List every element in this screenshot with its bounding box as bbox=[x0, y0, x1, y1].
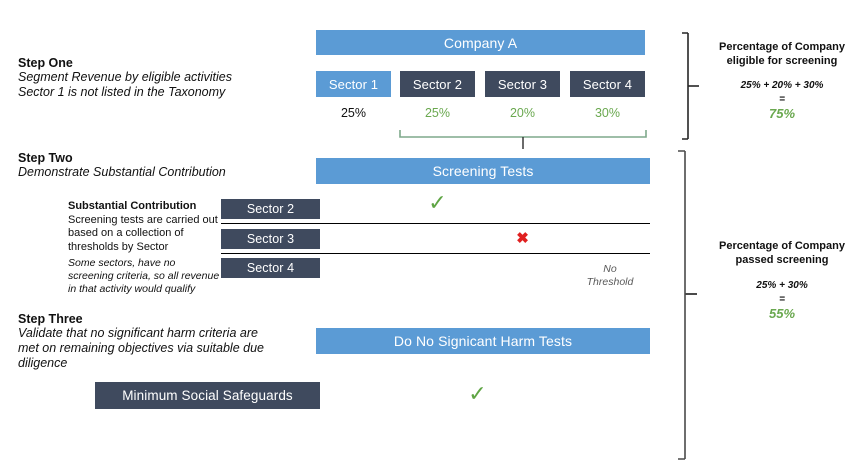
summary-block-2: Percentage of Company passed screening 2… bbox=[706, 239, 858, 322]
note-title: Substantial Contribution bbox=[68, 200, 197, 212]
no-threshold-line-1: No bbox=[603, 263, 617, 275]
sector-3-percent: 20% bbox=[509, 106, 536, 120]
note-line-3: thresholds by Sector bbox=[68, 240, 169, 253]
sector-box-1[interactable]: Sector 1 bbox=[316, 71, 391, 97]
minimum-social-safeguards-label: Minimum Social Safeguards bbox=[122, 388, 293, 403]
screening-divider-2 bbox=[221, 253, 650, 254]
no-criteria-note: Some sectors, have no screening criteria… bbox=[68, 257, 228, 296]
sector-box-3[interactable]: Sector 3 bbox=[485, 71, 560, 97]
no-criteria-line-2: screening criteria, so all revenue bbox=[68, 270, 220, 282]
step-three-title: Step Three bbox=[18, 312, 83, 326]
step-two-title: Step Two bbox=[18, 151, 73, 165]
sector-box-2[interactable]: Sector 2 bbox=[400, 71, 475, 97]
summary-1-title-line-1: Percentage of Company bbox=[719, 41, 845, 53]
sector-2-label: Sector 2 bbox=[412, 76, 463, 92]
company-a-bar[interactable]: Company A bbox=[316, 30, 645, 55]
summary-2-title-line-1: Percentage of Company bbox=[719, 240, 845, 252]
no-criteria-line-1: Some sectors, have no bbox=[68, 257, 176, 269]
step-three-line-3: diligence bbox=[18, 356, 68, 370]
summary-1-equals: = bbox=[779, 94, 785, 105]
company-a-label: Company A bbox=[443, 34, 518, 51]
step-one-line-2: Sector 1 is not listed in the Taxonomy bbox=[18, 85, 226, 99]
no-criteria-line-3: in that activity would qualify bbox=[68, 283, 196, 295]
step-one-block: Step One Segment Revenue by eligible act… bbox=[18, 56, 232, 100]
dnsh-tests-label: Do No Signicant Harm Tests bbox=[393, 333, 573, 349]
sector-2-check-icon: ✓ bbox=[428, 190, 447, 215]
summary-block-1: Percentage of Company eligible for scree… bbox=[706, 40, 858, 122]
summary-2-result: 55% bbox=[768, 306, 796, 321]
screening-row-label-sector-3[interactable]: Sector 3 bbox=[221, 229, 320, 249]
minimum-social-safeguards-bar[interactable]: Minimum Social Safeguards bbox=[95, 382, 320, 409]
sector-1-label: Sector 1 bbox=[328, 76, 379, 92]
summary-1-result: 75% bbox=[768, 106, 796, 121]
screening-row-label-sector-2[interactable]: Sector 2 bbox=[221, 199, 320, 219]
summary-2-equals: = bbox=[779, 294, 785, 305]
step-three-block: Step Three Validate that no significant … bbox=[18, 312, 278, 371]
screening-tests-bar[interactable]: Screening Tests bbox=[316, 158, 650, 184]
step-two-line-1: Demonstrate Substantial Contribution bbox=[18, 165, 226, 179]
summary-1-calc: 25% + 20% + 30% bbox=[740, 80, 824, 91]
screening-divider-1 bbox=[221, 223, 650, 224]
dnsh-tests-bar[interactable]: Do No Signicant Harm Tests bbox=[316, 328, 650, 354]
summary-2-title-line-2: passed screening bbox=[735, 254, 829, 266]
sector-2-percent: 25% bbox=[424, 106, 451, 120]
substantial-contribution-note: Substantial Contribution Screening tests… bbox=[68, 200, 218, 254]
step-three-line-2: met on remaining objectives via suitable… bbox=[18, 341, 264, 355]
sector-1-percent: 25% bbox=[340, 106, 367, 120]
summary-bracket-1 bbox=[679, 30, 701, 142]
screening-tests-label: Screening Tests bbox=[432, 163, 534, 179]
sector-3-cross-icon: ✖ bbox=[516, 230, 529, 247]
screening-row-label-sector-4[interactable]: Sector 4 bbox=[221, 258, 320, 278]
summary-2-calc: 25% + 30% bbox=[756, 280, 808, 291]
screening-row-3-label: Sector 3 bbox=[246, 232, 295, 246]
screening-row-2-label: Sector 2 bbox=[246, 202, 295, 216]
step-one-line-1: Segment Revenue by eligible activities bbox=[18, 70, 233, 84]
eligible-sectors-bracket bbox=[398, 128, 648, 150]
sector-4-percent: 30% bbox=[594, 106, 621, 120]
sector-3-label: Sector 3 bbox=[497, 76, 548, 92]
note-line-2: based on a collection of bbox=[68, 227, 184, 239]
sector-4-label: Sector 4 bbox=[582, 76, 633, 92]
sector-4-no-threshold: No Threshold bbox=[570, 263, 650, 289]
no-threshold-line-2: Threshold bbox=[586, 276, 634, 288]
sector-box-4[interactable]: Sector 4 bbox=[570, 71, 645, 97]
step-two-block: Step Two Demonstrate Substantial Contrib… bbox=[18, 151, 226, 180]
summary-1-title-line-2: eligible for screening bbox=[726, 55, 838, 67]
step-three-line-1: Validate that no significant harm criter… bbox=[18, 326, 258, 340]
step-one-title: Step One bbox=[18, 56, 73, 70]
safeguards-check-icon: ✓ bbox=[468, 381, 487, 406]
note-line-1: Screening tests are carried out bbox=[68, 213, 218, 226]
screening-row-4-label: Sector 4 bbox=[246, 261, 295, 275]
summary-bracket-2 bbox=[675, 148, 699, 462]
